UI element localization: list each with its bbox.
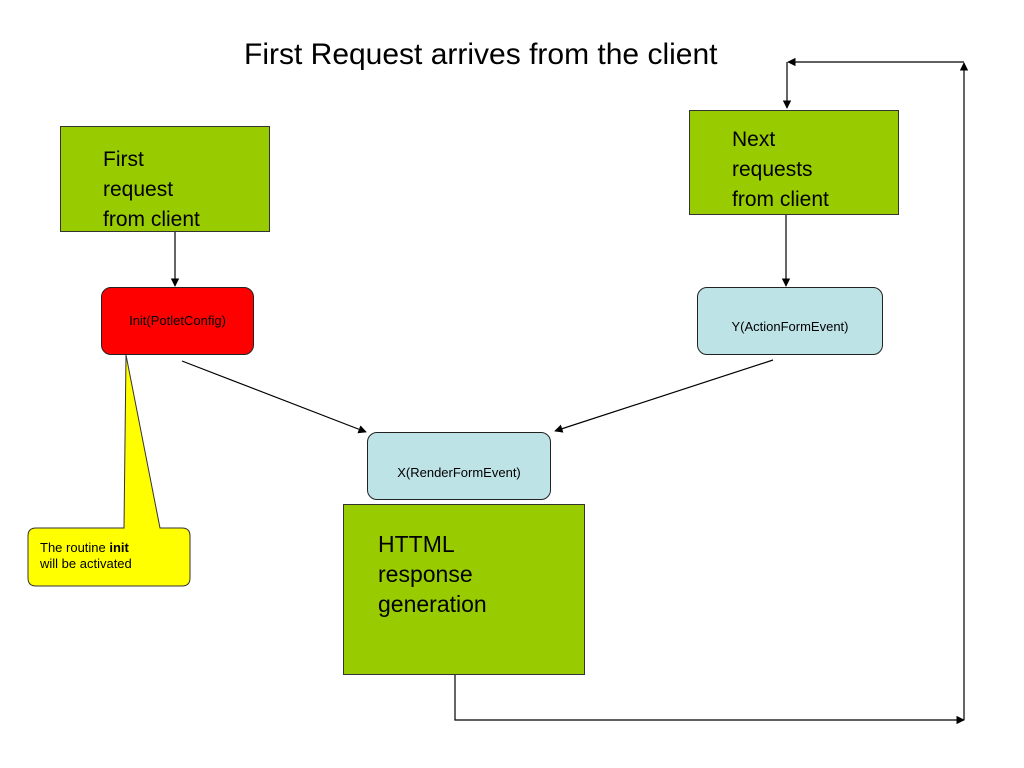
action-label: Y(ActionFormEvent) xyxy=(731,318,849,334)
next-requests-label: Next requests from client xyxy=(732,128,829,211)
render-box: X(RenderFormEvent) xyxy=(367,432,551,500)
action-box: Y(ActionFormEvent) xyxy=(697,287,883,355)
arrow-action-to-render xyxy=(554,359,774,433)
callout-suffix: will be activated xyxy=(40,556,132,571)
html-response-label: HTTML response generation xyxy=(378,531,487,617)
html-response-box: HTTML response generation xyxy=(343,504,585,675)
diagram-title: First Request arrives from the client xyxy=(244,38,718,71)
first-request-box: First request from client xyxy=(60,126,270,232)
init-box: Init(PotletConfig) xyxy=(101,287,254,355)
render-label: X(RenderFormEvent) xyxy=(397,464,521,480)
first-request-label: First request from client xyxy=(103,148,200,231)
arrow-init-to-render xyxy=(181,360,367,434)
next-requests-box: Next requests from client xyxy=(689,110,899,215)
callout-bold: init xyxy=(109,540,129,555)
arrow-response-to-right xyxy=(454,675,965,725)
callout-shape xyxy=(27,354,191,587)
init-label: Init(PotletConfig) xyxy=(129,313,226,328)
callout-prefix: The routine xyxy=(40,540,110,555)
